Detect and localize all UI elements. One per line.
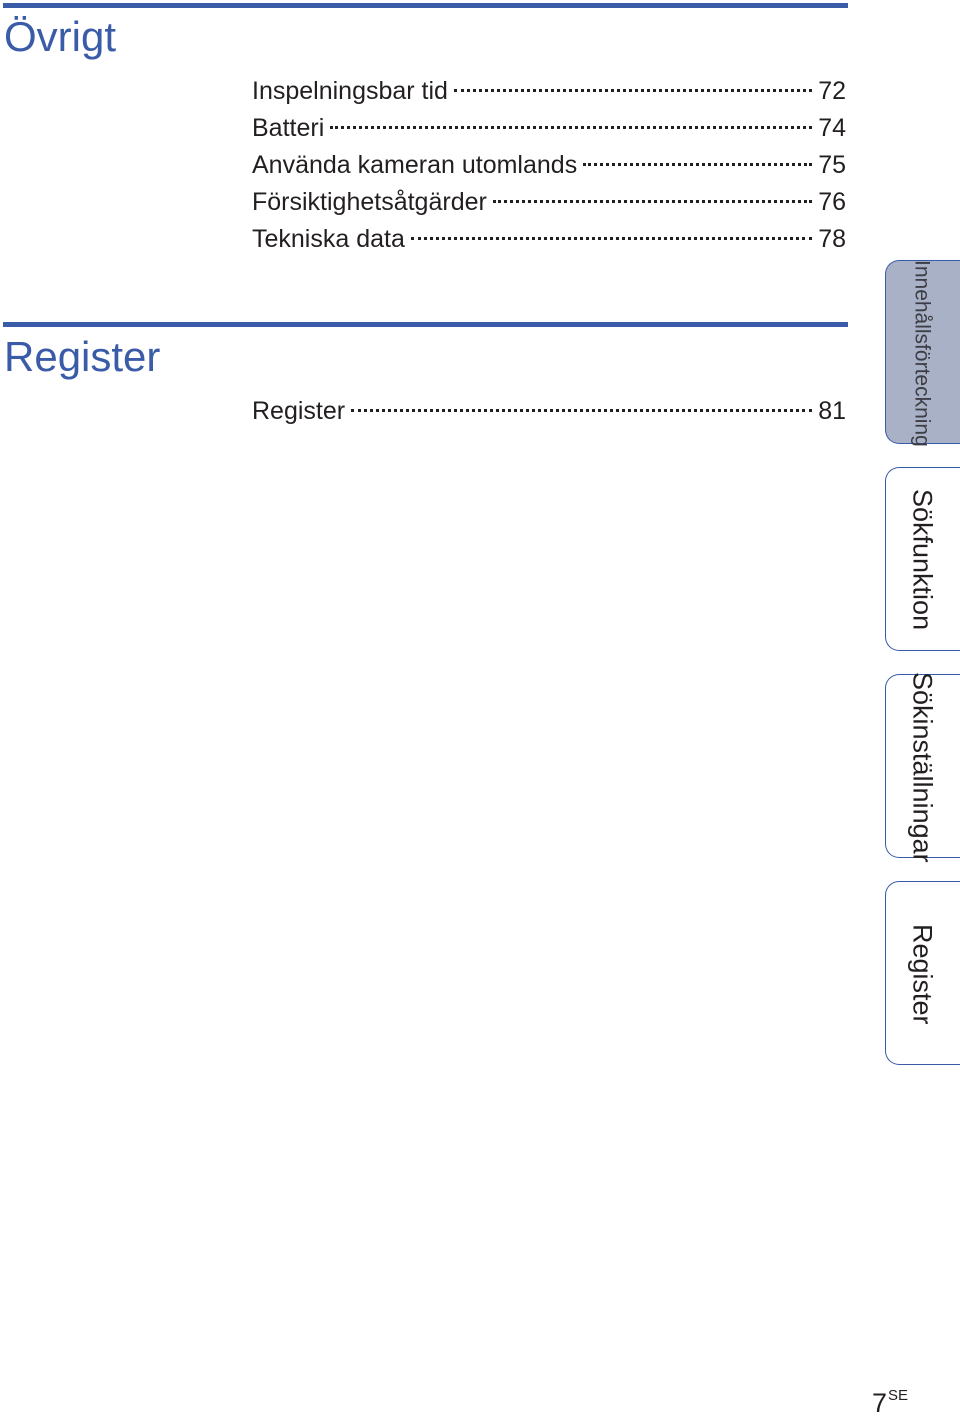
tab-innehallsforteckning[interactable]: Innehållsförteckning [885, 259, 960, 447]
toc-list-ovrigt: Inspelningsbar tid 72 Batteri 74 Använda… [252, 73, 846, 258]
dot-leader [453, 89, 813, 92]
toc-entry-label: Tekniska data [252, 225, 405, 253]
toc-entry-label: Register [252, 397, 346, 425]
toc-entry[interactable]: Inspelningsbar tid 72 [252, 73, 846, 110]
tab-label: Sökfunktion [907, 489, 938, 631]
toc-entry-page: 74 [818, 114, 846, 142]
dot-leader [351, 409, 813, 412]
tab-sokfunktion[interactable]: Sökfunktion [885, 467, 960, 651]
section-title-ovrigt: Övrigt [4, 13, 117, 60]
page-number: 7SE [872, 1388, 908, 1417]
toc-entry-page: 75 [818, 151, 846, 179]
section-rule-register [3, 322, 848, 327]
tab-label: Innehållsförteckning [910, 259, 934, 447]
dot-leader [492, 200, 813, 203]
dot-leader [410, 237, 813, 240]
toc-list-register: Register 81 [252, 393, 846, 430]
toc-entry[interactable]: Tekniska data 78 [252, 221, 846, 258]
toc-entry-label: Försiktighetsåtgärder [252, 188, 487, 216]
toc-entry-page: 78 [818, 225, 846, 253]
page-number-suffix: SE [888, 1387, 909, 1404]
tab-label: Register [907, 923, 938, 1025]
toc-entry-label: Använda kameran utomlands [252, 151, 578, 179]
toc-entry-label: Batteri [252, 114, 325, 142]
toc-entry-page: 72 [818, 77, 846, 105]
page-number-value: 7 [872, 1388, 888, 1418]
tab-label: Sökinställningar [907, 671, 938, 863]
toc-entry[interactable]: Använda kameran utomlands 75 [252, 147, 846, 184]
toc-entry[interactable]: Batteri 74 [252, 110, 846, 147]
toc-entry[interactable]: Försiktighetsåtgärder 76 [252, 184, 846, 221]
section-title-register: Register [4, 333, 161, 380]
toc-entry-page: 76 [818, 188, 846, 216]
toc-entry-label: Inspelningsbar tid [252, 77, 448, 105]
dot-leader [330, 126, 813, 129]
toc-entry[interactable]: Register 81 [252, 393, 846, 430]
toc-entry-page: 81 [818, 397, 846, 425]
tab-sokinstallningar[interactable]: Sökinställningar [885, 671, 960, 863]
tab-register[interactable]: Register [885, 881, 960, 1065]
dot-leader [583, 163, 813, 166]
section-rule-ovrigt [3, 3, 848, 8]
